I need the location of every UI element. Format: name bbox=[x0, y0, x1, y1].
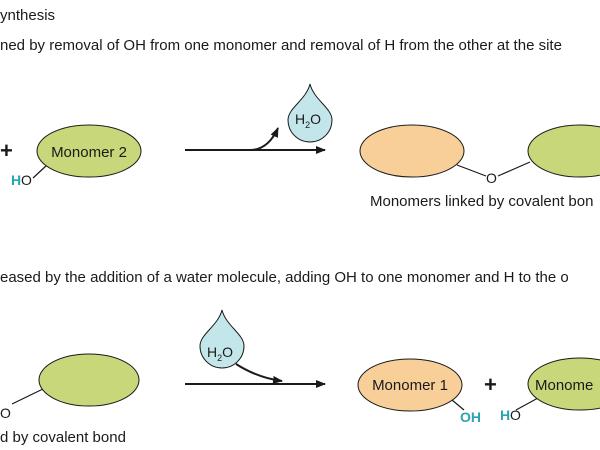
caption-linked: Monomers linked by covalent bon bbox=[370, 193, 593, 210]
water-o-top: O bbox=[310, 111, 321, 127]
water-drop-icon bbox=[287, 83, 333, 143]
description-bottom: eased by the addition of a water molecul… bbox=[0, 269, 569, 286]
water-enter-curve bbox=[235, 363, 283, 384]
water-release-curve bbox=[185, 127, 279, 151]
oh-bond-line bbox=[451, 399, 465, 411]
monomer-2-label: Monomer 2 bbox=[51, 144, 127, 161]
monomer-1-linked-ellipse bbox=[359, 124, 465, 178]
water-sub-top: 2 bbox=[305, 120, 310, 130]
link-bond-left bbox=[456, 164, 487, 177]
monomer-right-label: Monome bbox=[535, 377, 593, 394]
monomer-1-ellipse bbox=[357, 358, 463, 412]
water-drop-icon bbox=[199, 309, 245, 369]
description-top: ned by removal of OH from one monomer an… bbox=[0, 37, 562, 54]
bond-line-left-bottom bbox=[11, 386, 48, 405]
water-sub-bottom: 2 bbox=[217, 353, 222, 363]
monomer-2-linked-ellipse bbox=[527, 124, 600, 178]
ho-oxygen-top: O bbox=[21, 172, 32, 188]
water-h-top: H bbox=[295, 111, 305, 127]
monomer-2-ellipse bbox=[36, 124, 142, 178]
water-droplet-bottom: H2O bbox=[199, 309, 245, 369]
oxygen-left-bottom: O bbox=[0, 405, 11, 421]
monomer-linked-left-ellipse bbox=[38, 353, 140, 407]
monomer-1-label: Monomer 1 bbox=[372, 377, 448, 394]
water-h-bottom: H bbox=[207, 344, 217, 360]
bond-line-right-bottom bbox=[515, 397, 539, 411]
bond-line-monomer2 bbox=[32, 164, 48, 179]
monomer-right-ellipse bbox=[527, 357, 600, 411]
plus-sign-bottom: + bbox=[484, 372, 497, 397]
water-o-bottom: O bbox=[222, 344, 233, 360]
svg-text:H2O: H2O bbox=[295, 111, 321, 130]
svg-text:H2O: H2O bbox=[207, 344, 233, 363]
section-title-top: ynthesis bbox=[0, 7, 55, 24]
caption-left-bottom: d by covalent bond bbox=[0, 429, 126, 446]
ho-hydrogen-bottom: H bbox=[500, 407, 510, 423]
link-bond-right bbox=[497, 161, 531, 177]
oh-text: OH bbox=[460, 409, 481, 425]
ho-hydrogen-top: H bbox=[11, 172, 21, 188]
ho-oxygen-bottom: O bbox=[510, 407, 521, 423]
water-droplet-top: H2O bbox=[287, 83, 333, 143]
link-oxygen: O bbox=[486, 170, 497, 186]
plus-sign-top: + bbox=[0, 138, 13, 163]
